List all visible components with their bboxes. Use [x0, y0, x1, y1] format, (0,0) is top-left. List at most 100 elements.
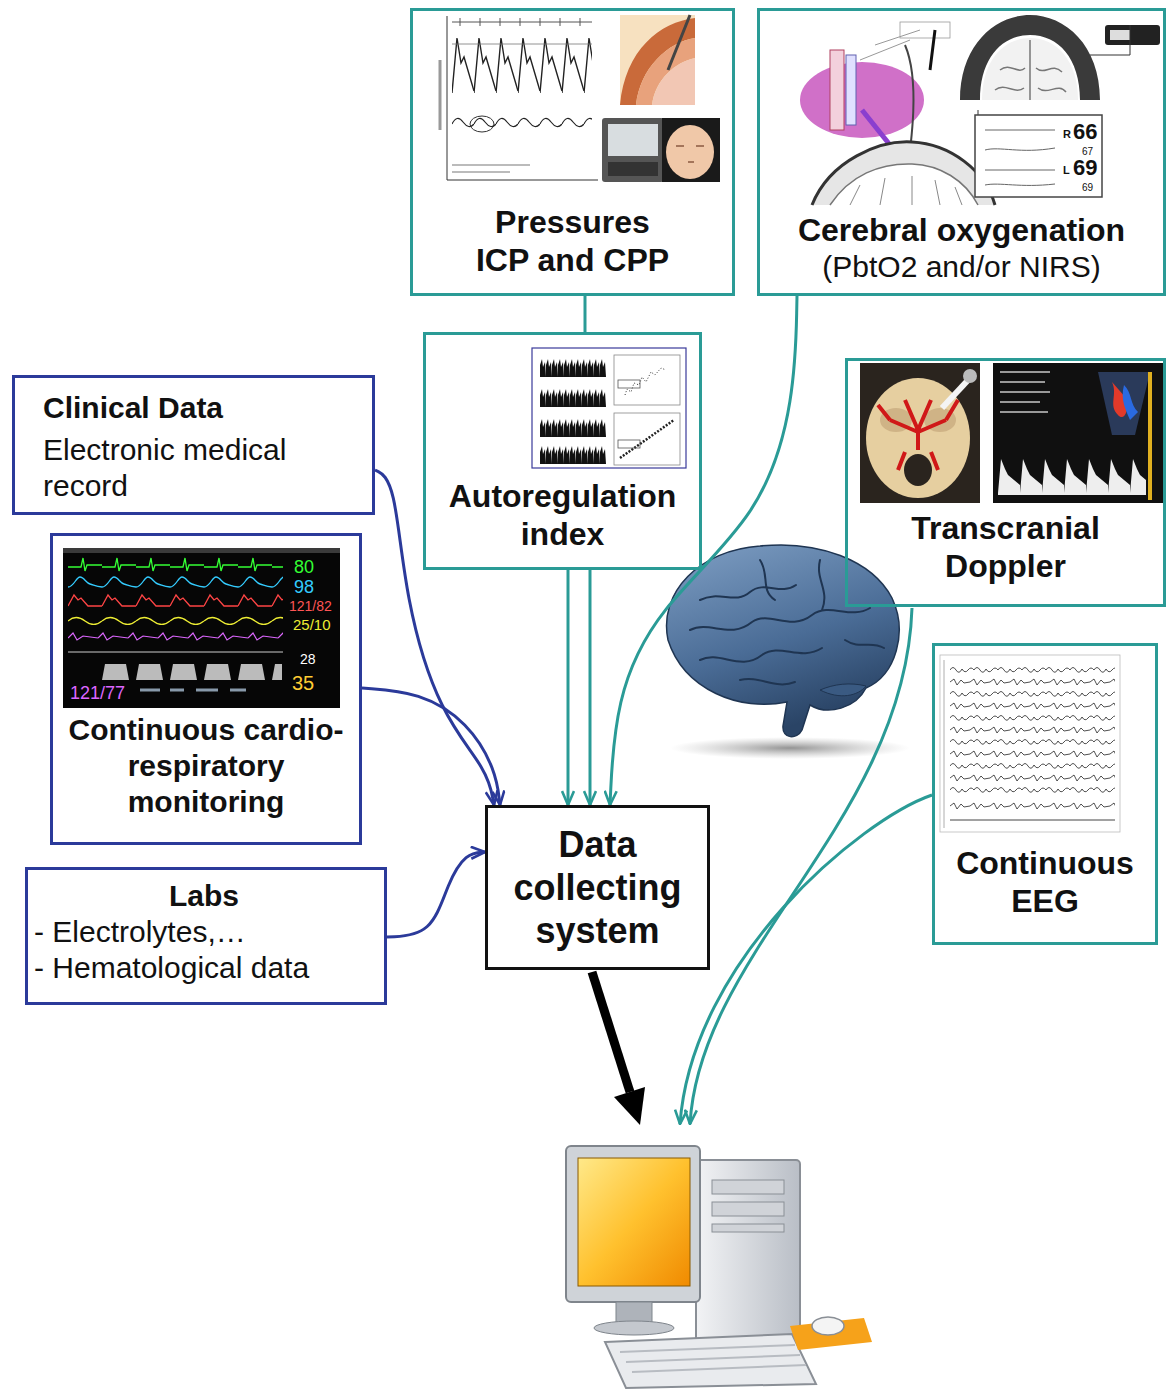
doppler-screen-image [998, 455, 1146, 495]
eeg-trace-image [950, 688, 1115, 700]
vital-signs-monitor-image [68, 611, 283, 625]
monitor-value: 121/77 [70, 684, 125, 704]
icp-monitor-image [608, 162, 658, 176]
tcd-skull-image [866, 378, 970, 498]
collector-box: Data collecting system [485, 805, 710, 970]
monitor-value: 98 [294, 578, 314, 598]
icp-monitor-image [602, 118, 720, 182]
oxygen-probe-image [800, 62, 924, 138]
icp-monitor-image [602, 118, 664, 182]
monitor-value: 28 [300, 652, 316, 667]
eeg-trace-image [950, 784, 1115, 796]
computer-image [605, 1334, 816, 1388]
vital-signs-monitor-image [68, 630, 283, 642]
computer-image [620, 1345, 806, 1372]
vital-signs-monitor-image [68, 592, 283, 608]
vital-signs-monitor-image [140, 689, 246, 692]
autoregulation-chart-image [625, 368, 666, 395]
flow-arrow [567, 570, 570, 805]
autoregulation-chart-image [540, 415, 606, 437]
pressure-waveform [437, 12, 600, 185]
eeg-trace-image [950, 784, 1115, 796]
head-top-view-image [960, 15, 1100, 100]
doppler-screen-image [993, 363, 1166, 503]
monitor-value: 69 [1073, 156, 1097, 180]
doppler-screen-image [993, 363, 1166, 503]
box-title: Cerebral oxygenation [764, 211, 1159, 249]
head-top-view-image [982, 38, 1078, 100]
nirs-monitor-image [975, 115, 1102, 197]
eeg-trace-image [950, 800, 1115, 812]
monitoring-box: Cerebral oxygenation(PbtO2 and/or NIRS) [757, 8, 1166, 296]
oxygen-probe-image [860, 30, 920, 60]
eeg-trace-image [950, 712, 1115, 724]
monitor-value: L [1063, 164, 1070, 176]
eeg-trace-image [950, 688, 1115, 700]
brain-image [820, 684, 866, 696]
brain-image [667, 545, 900, 737]
vital-signs-monitor-image [63, 548, 340, 553]
eeg-trace-image [950, 748, 1115, 760]
output-arrow [592, 972, 645, 1125]
pressure-waveform [452, 165, 530, 172]
data-source-box: Labs- Electrolytes,…- Hematological data [25, 867, 387, 1005]
autoregulation-chart-image [620, 420, 674, 458]
icp-monitor-image [662, 118, 720, 182]
eeg-trace-image [950, 772, 1115, 784]
monitoring-arrow [690, 608, 912, 1124]
flow-arrow [589, 570, 592, 805]
text-group: Pressures ICP and CPP [413, 203, 732, 280]
monitoring-box: Continuous EEG [932, 643, 1158, 945]
eeg-trace-image [950, 736, 1115, 748]
box-title: Pressures ICP and CPP [470, 203, 675, 280]
computer-image [712, 1224, 784, 1232]
oxygen-probe-image [830, 164, 978, 205]
vital-signs-monitor-image [68, 592, 283, 608]
box-title: Labs [34, 878, 374, 914]
icp-monitor-image [608, 124, 658, 156]
vital-signs-monitor-image [68, 575, 283, 589]
skull-section-image [636, 38, 695, 105]
vital-signs-monitor-image [100, 660, 282, 680]
flow-arrow [362, 688, 500, 805]
box-title: Continuous EEG [939, 844, 1151, 921]
vital-signs-monitor-image [68, 556, 283, 572]
monitoring-box: Transcranial Doppler [845, 358, 1166, 607]
flow-arrow [610, 296, 797, 805]
doppler-screen-image [1098, 372, 1150, 435]
monitor-value: 80 [294, 558, 314, 578]
head-top-view-image [1105, 25, 1160, 45]
oxygen-probe-image [900, 22, 950, 38]
brain-image [690, 560, 884, 684]
computer-image [812, 1317, 844, 1335]
pressure-waveform [452, 112, 592, 132]
vital-signs-monitor-image [68, 611, 283, 625]
eeg-trace-image [950, 724, 1115, 736]
eeg-trace-image [950, 712, 1115, 724]
eeg-trace-image [950, 676, 1115, 688]
head-top-view-image [1110, 30, 1130, 40]
autoregulation-chart-image [540, 442, 606, 464]
text-group: Transcranial Doppler [848, 509, 1163, 586]
monitor-value: 25/10 [293, 617, 331, 634]
eeg-trace-image [950, 676, 1115, 688]
flow-arrow [375, 470, 494, 805]
computer-image [712, 1202, 784, 1216]
vital-signs-monitor-image [63, 548, 340, 708]
autoregulation-chart-image [618, 440, 640, 448]
box-title: Continuous cardio-respiratory monitoring [57, 712, 355, 820]
autoregulation-chart-image [614, 413, 680, 465]
eeg-trace-image [950, 772, 1115, 784]
output-arrow [592, 972, 630, 1092]
box-text: - Electrolytes,… [34, 914, 374, 950]
monitor-value: 69 [1082, 182, 1093, 193]
computer-image [712, 1180, 784, 1194]
autoregulation-chart-image [540, 355, 606, 377]
pressure-waveform [452, 22, 592, 23]
monitor-value: 35 [292, 672, 314, 694]
tcd-skull-image [860, 363, 980, 503]
tcd-skull-image [860, 363, 980, 503]
eeg-trace-image [940, 655, 1120, 832]
pressure-waveform [470, 116, 494, 132]
oxygen-probe-image [812, 142, 995, 205]
